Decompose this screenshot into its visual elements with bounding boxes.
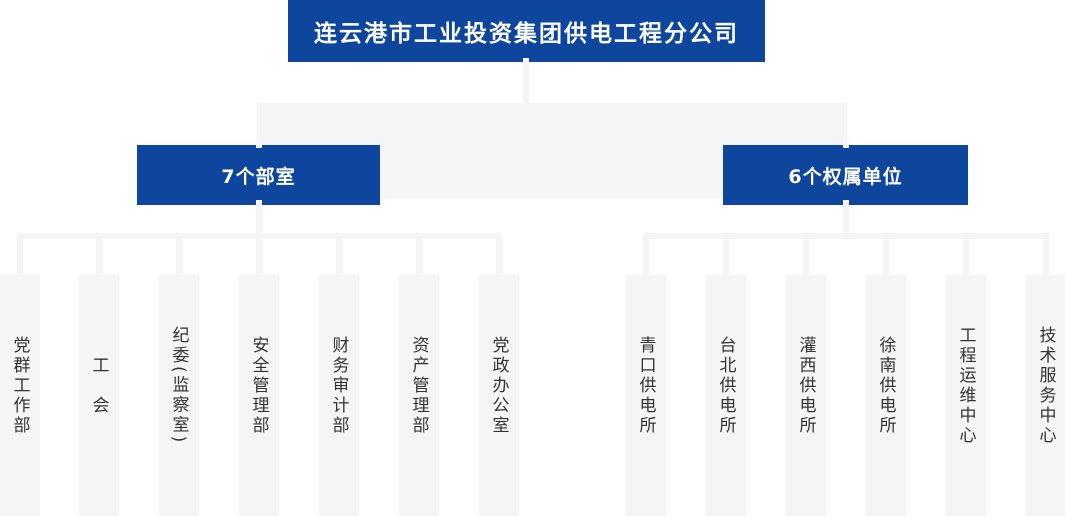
org-leaf-label: 青口供电所 (635, 335, 656, 436)
connector-left-drop (256, 200, 262, 239)
org-node-departments: 7个部室 (137, 145, 380, 205)
org-leaf-label: 灌西供电所 (795, 335, 816, 436)
connector-root-drop (523, 58, 529, 103)
connector-stub (17, 239, 23, 275)
org-leaf-label: 财务审计部 (328, 335, 349, 436)
org-leaf-unit-4: 徐南供电所 (866, 275, 906, 516)
org-leaf-dept-4: 安全管理部 (239, 275, 279, 516)
org-node-root: 连云港市工业投资集团供电工程分公司 (288, 0, 765, 62)
connector-tick-right (843, 140, 849, 148)
connector-stub (176, 239, 182, 275)
org-leaf-unit-1: 青口供电所 (626, 275, 666, 516)
org-leaf-label: 工 会 (88, 355, 109, 416)
org-leaf-label: 资产管理部 (408, 335, 429, 436)
org-leaf-dept-1: 党群工作部 (0, 275, 40, 516)
connector-right-drop (843, 200, 849, 239)
org-leaf-unit-2: 台北供电所 (706, 275, 746, 516)
connector-stub (963, 239, 969, 275)
org-leaf-label: 工程运维中心 (955, 325, 976, 446)
org-leaf-label: 纪委(监察室) (168, 325, 189, 446)
org-leaf-unit-5: 工程运维中心 (946, 275, 986, 516)
org-leaf-label: 台北供电所 (715, 335, 736, 436)
connector-stub (96, 239, 102, 275)
connector-stub (256, 239, 262, 275)
org-leaf-dept-2: 工 会 (79, 275, 119, 516)
connector-stub (1043, 239, 1049, 275)
connector-tick-left (256, 140, 262, 148)
org-leaf-label: 徐南供电所 (875, 335, 896, 436)
connector-stub (336, 239, 342, 275)
org-leaf-unit-3: 灌西供电所 (786, 275, 826, 516)
org-leaf-label: 党政办公室 (488, 335, 509, 436)
org-leaf-dept-5: 财务审计部 (319, 275, 359, 516)
connector-stub (496, 239, 502, 275)
org-leaf-label: 党群工作部 (9, 335, 30, 436)
connector-stub (803, 239, 809, 275)
org-leaf-label: 技术服务中心 (1035, 325, 1056, 446)
connector-stub (883, 239, 889, 275)
org-leaf-label: 安全管理部 (248, 335, 269, 436)
connector-stub (723, 239, 729, 275)
org-leaf-unit-6: 技术服务中心 (1026, 275, 1065, 516)
connector-stub (416, 239, 422, 275)
org-leaf-dept-7: 党政办公室 (479, 275, 519, 516)
org-node-subsidiaries: 6个权属单位 (723, 145, 968, 205)
connector-stub (643, 239, 649, 275)
org-leaf-dept-6: 资产管理部 (399, 275, 439, 516)
org-leaf-dept-3: 纪委(监察室) (159, 275, 199, 516)
